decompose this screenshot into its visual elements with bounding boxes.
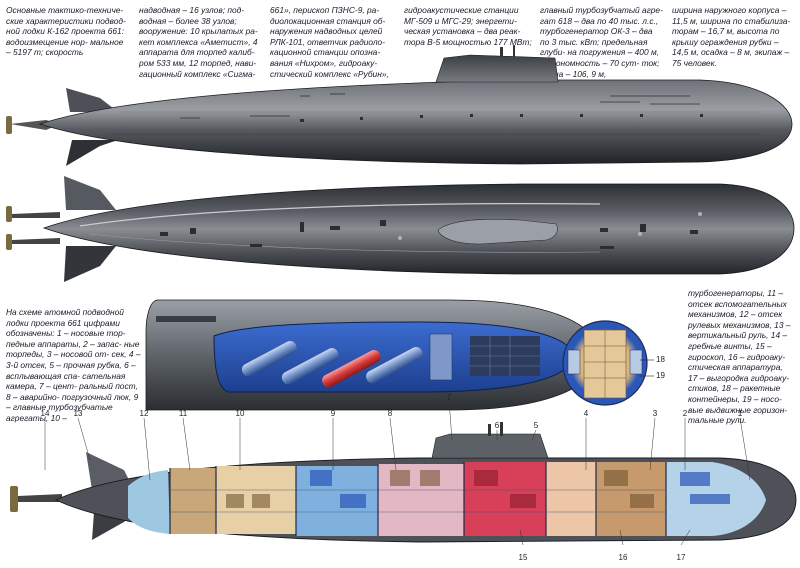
callout-6: 6 <box>494 421 500 430</box>
callout-19: 19 <box>656 371 665 380</box>
callout-4: 4 <box>583 409 589 418</box>
specs-text-col1: Основные тактико-техниче- ские характери… <box>6 5 126 58</box>
callout-17: 17 <box>676 553 686 562</box>
specs-text-col2: надводная – 16 узлов; под- водная – боле… <box>139 5 258 79</box>
specs-text-col3: 661», перископ ПЗНС-9, ра- диолокационна… <box>270 5 389 79</box>
callout-13: 13 <box>73 409 83 418</box>
callout-7: 7 <box>446 393 452 402</box>
callout-8: 8 <box>387 409 393 418</box>
specs-text-col6: ширина наружного корпуса – 11,5 м, ширин… <box>672 5 791 68</box>
cross-section-view <box>562 320 654 406</box>
legend-text-left: На схеме атомной подводной лодки проекта… <box>6 307 141 423</box>
callout-1: 1 <box>737 409 743 418</box>
callout-11: 11 <box>178 409 188 418</box>
callout-9: 9 <box>330 409 336 418</box>
callout-14: 14 <box>40 409 50 418</box>
callout-10: 10 <box>235 409 245 418</box>
callout-2: 2 <box>682 409 688 418</box>
callout-15: 15 <box>518 553 528 562</box>
specs-text-col4: гидроакустические станции МГ-509 и МГС-2… <box>404 5 532 47</box>
cutaway-view <box>145 299 601 411</box>
callout-5: 5 <box>533 421 539 430</box>
profile-view <box>6 45 793 166</box>
inboard-profile-view <box>10 399 797 546</box>
callout-18: 18 <box>656 355 665 364</box>
callout-3: 3 <box>652 409 658 418</box>
plan-view <box>6 176 795 282</box>
callout-16: 16 <box>618 553 628 562</box>
legend-text-right: турбогенераторы, 11 – отсек вспомогатель… <box>688 288 791 426</box>
specs-text-col5: главный турбозубчатый агре- гат 618 – дв… <box>540 5 663 79</box>
callout-12: 12 <box>139 409 149 418</box>
